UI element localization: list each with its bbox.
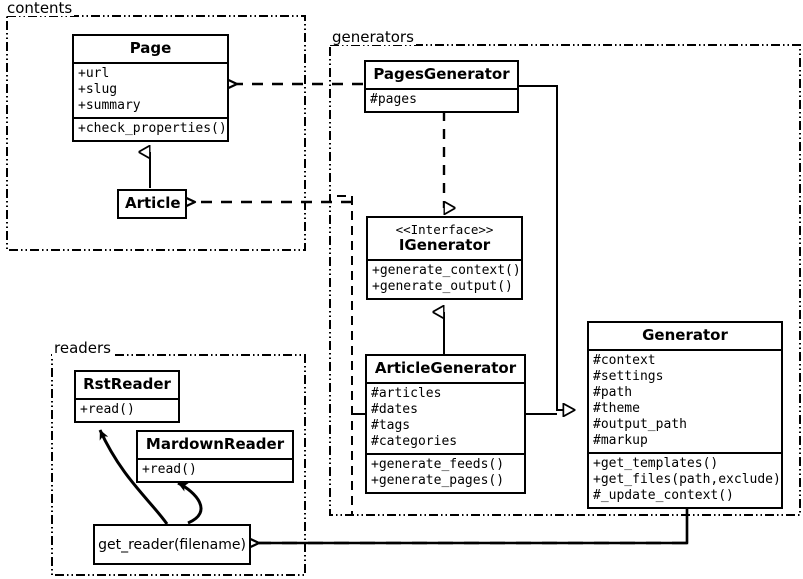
method-row: #_update_context() bbox=[593, 488, 734, 503]
class-mardown-reader[interactable]: MardownReader +read() bbox=[136, 430, 294, 483]
method-row: +check_properties() bbox=[78, 121, 227, 136]
class-page-methods: +check_properties() bbox=[74, 117, 227, 140]
function-get-reader-label: get_reader(filename) bbox=[98, 536, 246, 553]
class-rst-reader-methods: +read() bbox=[76, 398, 178, 421]
class-article-generator-title: ArticleGenerator bbox=[374, 359, 517, 377]
edge-generator-to-getreader bbox=[259, 503, 689, 545]
class-mardown-reader-methods: +read() bbox=[138, 458, 292, 481]
package-label-contents: contents bbox=[5, 0, 75, 17]
attribute-row: +slug bbox=[78, 82, 118, 97]
class-pages-generator[interactable]: PagesGenerator #pages bbox=[364, 60, 519, 113]
class-article-generator[interactable]: ArticleGenerator #articles #dates #tags … bbox=[365, 354, 526, 494]
class-mardown-reader-title: MardownReader bbox=[145, 435, 285, 453]
attribute-row: +summary bbox=[78, 98, 141, 113]
attribute-row: #categories bbox=[371, 434, 458, 449]
attribute-row: #pages bbox=[370, 92, 417, 107]
method-row: +read() bbox=[80, 402, 135, 417]
method-row: +read() bbox=[142, 462, 197, 477]
class-article[interactable]: Article bbox=[117, 189, 187, 219]
function-get-reader[interactable]: get_reader(filename) bbox=[93, 524, 251, 565]
method-row: +get_files(path,exclude) bbox=[593, 472, 781, 487]
attribute-row: #theme bbox=[593, 401, 640, 416]
attribute-row: #settings bbox=[593, 369, 664, 384]
class-igenerator[interactable]: <<Interface>> IGenerator +generate_conte… bbox=[366, 216, 523, 300]
class-generator-attributes: #context #settings #path #theme #output_… bbox=[589, 349, 781, 452]
attribute-row: #dates bbox=[371, 402, 418, 417]
edge-getreader-to-mardownreader-main bbox=[177, 481, 203, 525]
class-generator[interactable]: Generator #context #settings #path #them… bbox=[587, 321, 783, 509]
package-label-generators: generators bbox=[330, 28, 416, 46]
class-page-attributes: +url +slug +summary bbox=[74, 62, 227, 117]
class-article-generator-attributes: #articles #dates #tags #categories bbox=[367, 382, 524, 453]
attribute-row: #articles bbox=[371, 386, 442, 401]
class-igenerator-stereotype: <<Interface>> bbox=[395, 222, 494, 237]
attribute-row: #output_path bbox=[593, 417, 687, 432]
edge-pagesgenerator-to-generator bbox=[519, 85, 575, 410]
class-rst-reader-title: RstReader bbox=[83, 375, 171, 393]
method-row: +get_templates() bbox=[593, 456, 719, 471]
method-row: +generate_feeds() bbox=[371, 457, 505, 472]
attribute-row: #context bbox=[593, 353, 656, 368]
class-pages-generator-title: PagesGenerator bbox=[373, 65, 510, 83]
class-generator-title: Generator bbox=[642, 326, 728, 344]
class-article-title: Article bbox=[125, 194, 181, 212]
attribute-row: +url bbox=[78, 66, 110, 81]
method-row: +generate_pages() bbox=[371, 473, 505, 488]
attribute-row: #markup bbox=[593, 433, 648, 448]
package-label-readers: readers bbox=[52, 339, 113, 357]
method-row: +generate_context() bbox=[372, 263, 521, 278]
class-generator-methods: +get_templates() +get_files(path,exclude… bbox=[589, 452, 781, 507]
class-igenerator-title: IGenerator bbox=[398, 236, 491, 254]
attribute-row: #tags bbox=[371, 418, 411, 433]
attribute-row: #path bbox=[593, 385, 633, 400]
class-page-title: Page bbox=[129, 39, 172, 57]
class-pages-generator-attributes: #pages bbox=[366, 88, 517, 111]
class-page[interactable]: Page +url +slug +summary +check_properti… bbox=[72, 34, 229, 142]
method-row: +generate_output() bbox=[372, 279, 513, 294]
class-rst-reader[interactable]: RstReader +read() bbox=[74, 370, 180, 423]
class-article-generator-methods: +generate_feeds() +generate_pages() bbox=[367, 453, 524, 492]
class-igenerator-methods: +generate_context() +generate_output() bbox=[368, 259, 521, 298]
